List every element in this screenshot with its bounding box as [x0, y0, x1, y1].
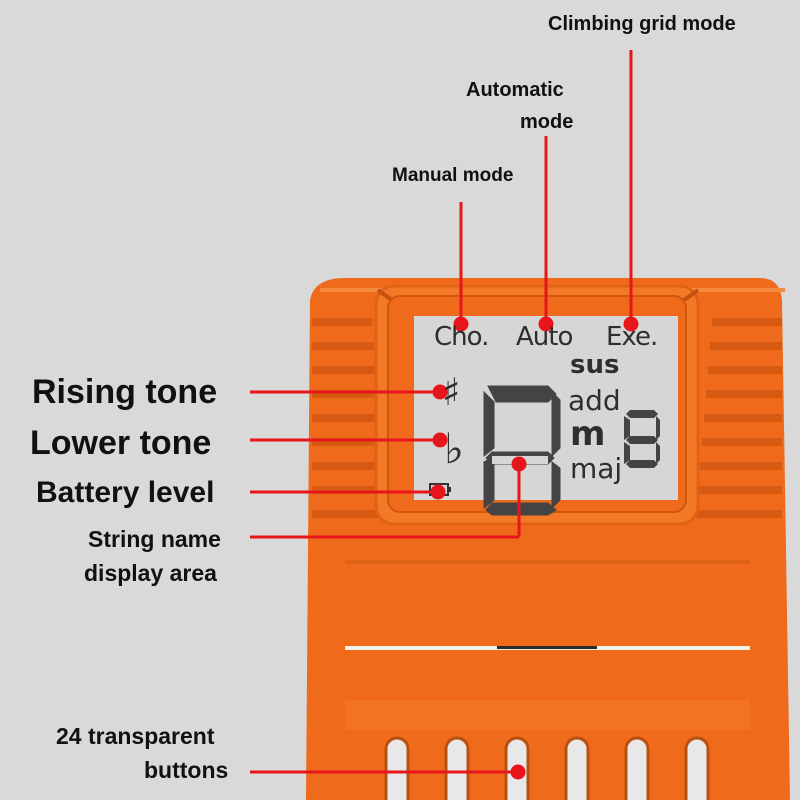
lower-tone-label: Lower tone [30, 424, 212, 462]
rising-tone-label: Rising tone [32, 373, 218, 411]
automatic-mode-label-line2: mode [520, 111, 574, 133]
transparent-buttons [384, 736, 710, 800]
string-name-label-line2: display area [84, 560, 217, 586]
automatic-mode-label-line1: Automatic [466, 79, 564, 101]
chord-m: m [570, 414, 606, 454]
chord-add: add [568, 384, 621, 417]
lcd-mode-manual: Cho. [434, 322, 489, 352]
flat-symbol: ♭ [444, 424, 464, 473]
extension-digit-segments [624, 410, 660, 468]
climbing-grid-mode-label: Climbing grid mode [548, 13, 736, 35]
pointer-lines [250, 50, 639, 780]
manual-mode-label: Manual mode [392, 165, 514, 186]
lcd-screen [414, 316, 678, 500]
lcd-frame [374, 284, 700, 526]
chord-maj: maj [570, 452, 623, 485]
lcd-mode-auto: Auto [516, 322, 573, 352]
sharp-symbol: ♯ [442, 370, 461, 414]
chord-sus: sus [570, 350, 620, 380]
buttons-label-line2: buttons [144, 757, 229, 783]
buttons-label-line1: 24 transparent [56, 723, 215, 749]
main-digit-segments [483, 385, 561, 516]
right-grip-ridges [696, 318, 782, 518]
lcd-mode-exercise: Exe. [606, 322, 658, 352]
string-name-label-line1: String name [88, 526, 221, 552]
left-grip-ridges [312, 318, 388, 518]
battery-level-label: Battery level [36, 476, 215, 509]
